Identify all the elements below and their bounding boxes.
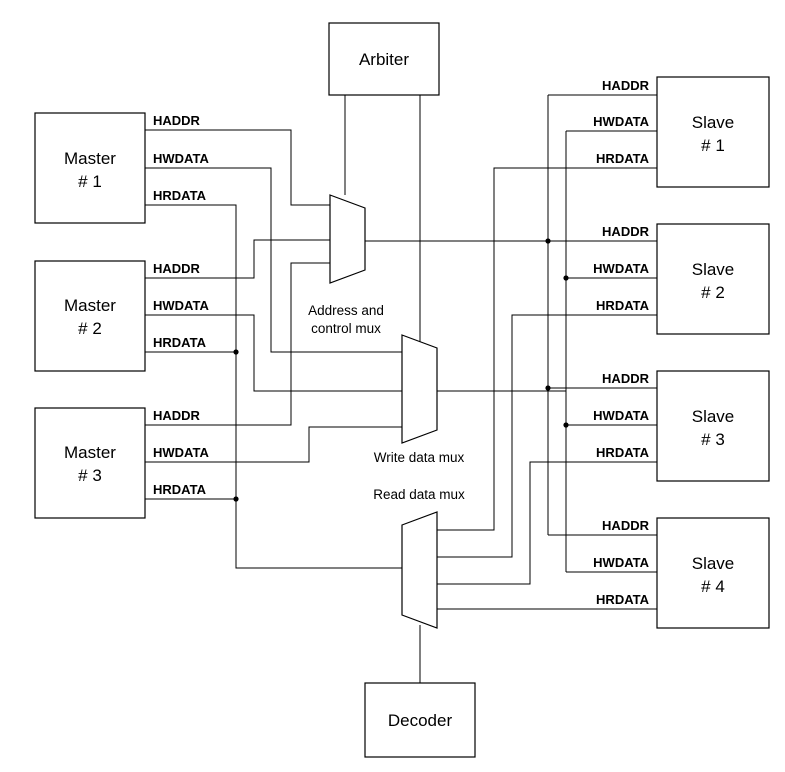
s1-hwdata-label: HWDATA <box>593 114 649 129</box>
slave-1-label-line1: Slave <box>692 113 735 132</box>
m2-hwdata-wire <box>145 314 402 392</box>
slave-2-label-line2: # 2 <box>701 283 725 302</box>
master-3-block <box>34 407 146 519</box>
slave-3-block <box>656 370 770 482</box>
junction-dot <box>563 422 569 428</box>
master-3-label-line2: # 3 <box>78 466 102 485</box>
arbiter-label: Arbiter <box>359 50 409 69</box>
junction-dot <box>233 349 239 355</box>
s1-haddr-label: HADDR <box>602 78 650 93</box>
s1-hrdata-label: HRDATA <box>596 151 650 166</box>
m2-haddr-wire <box>145 239 330 279</box>
s2-haddr-label: HADDR <box>602 224 650 239</box>
s4-hrdata-label: HRDATA <box>596 592 650 607</box>
decoder-label: Decoder <box>388 711 453 730</box>
s2-hwdata-label: HWDATA <box>593 261 649 276</box>
master-1-label-line2: # 1 <box>78 172 102 191</box>
m2-haddr-label: HADDR <box>153 261 201 276</box>
slave-4-label-line2: # 4 <box>701 577 725 596</box>
write-mux-label: Write data mux <box>374 450 465 465</box>
read-mux-label: Read data mux <box>373 487 465 502</box>
m1-haddr-label: HADDR <box>153 113 201 128</box>
m3-hwdata-wire <box>145 426 402 463</box>
m3-hrdata-label: HRDATA <box>153 482 207 497</box>
m1-hwdata-wire <box>145 167 402 353</box>
address-control-mux <box>329 194 366 284</box>
slave-2-label-line1: Slave <box>692 260 735 279</box>
slave-1-block <box>656 76 770 188</box>
decoder-block <box>364 682 476 758</box>
s2-hrdata-wire <box>437 314 657 558</box>
s3-hrdata-label: HRDATA <box>596 445 650 460</box>
junction-dots <box>233 238 569 502</box>
s3-hwdata-label: HWDATA <box>593 408 649 423</box>
m3-hwdata-label: HWDATA <box>153 445 209 460</box>
m2-hwdata-label: HWDATA <box>153 298 209 313</box>
junction-dot <box>545 385 551 391</box>
s4-hwdata-label: HWDATA <box>593 555 649 570</box>
m2-hrdata-label: HRDATA <box>153 335 207 350</box>
slave-1-label-line2: # 1 <box>701 136 725 155</box>
master-3-label-line1: Master <box>64 443 116 462</box>
write-data-mux <box>401 334 438 444</box>
master-2-block <box>34 260 146 372</box>
s4-haddr-label: HADDR <box>602 518 650 533</box>
m3-haddr-label: HADDR <box>153 408 201 423</box>
s2-hrdata-label: HRDATA <box>596 298 650 313</box>
master-2-label-line1: Master <box>64 296 116 315</box>
master-1-block <box>34 112 146 224</box>
slave-3-label-line2: # 3 <box>701 430 725 449</box>
m3-haddr-wire <box>145 262 330 426</box>
m1-hrdata-wire <box>145 204 402 569</box>
slave-4-label-line1: Slave <box>692 554 735 573</box>
s3-haddr-label: HADDR <box>602 371 650 386</box>
arbiter-block <box>328 22 440 96</box>
slave-4-block <box>656 517 770 629</box>
read-data-mux <box>401 511 438 629</box>
s1-hrdata-wire <box>437 167 657 531</box>
slave-2-block <box>656 223 770 335</box>
master-2-label-line2: # 2 <box>78 319 102 338</box>
m1-haddr-wire <box>145 129 330 206</box>
address-mux-label-line2: control mux <box>311 321 381 336</box>
junction-dot <box>545 238 551 244</box>
master-1-label-line1: Master <box>64 149 116 168</box>
m1-hrdata-label: HRDATA <box>153 188 207 203</box>
s3-hrdata-wire <box>437 461 657 585</box>
wires <box>145 94 657 683</box>
junction-dot <box>233 496 239 502</box>
m1-hwdata-label: HWDATA <box>153 151 209 166</box>
junction-dot <box>563 275 569 281</box>
address-mux-label-line1: Address and <box>308 303 384 318</box>
slave-3-label-line1: Slave <box>692 407 735 426</box>
